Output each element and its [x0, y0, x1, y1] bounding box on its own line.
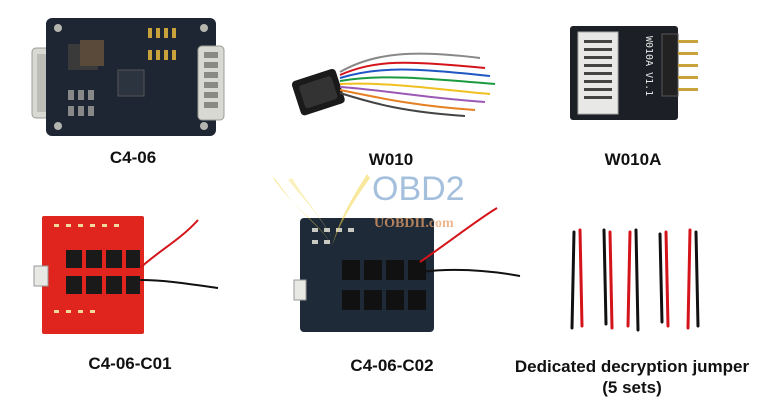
- label-c4-06-c02: C4-06-C02: [350, 356, 434, 375]
- c4-06-c02-board-image: [293, 207, 521, 332]
- label-c4-06: C4-06: [109, 148, 157, 167]
- watermark-logo-icon: [272, 174, 370, 246]
- label-w010: W010: [368, 150, 414, 169]
- label-decryption-jumper-line2: (5 sets): [602, 378, 662, 397]
- label-c4-06-c01: C4-06-C01: [88, 354, 172, 373]
- label-w010a: W010A: [604, 150, 662, 169]
- label-decryption-jumper-line1: Dedicated decryption jumper: [514, 357, 750, 376]
- watermark-brand: OBD2: [372, 170, 465, 208]
- w010-cable-image: [291, 52, 496, 117]
- watermark: OBD2 UOBDII.com: [262, 168, 512, 248]
- decryption-jumpers-image: [570, 228, 700, 332]
- c4-06-board-image: [31, 18, 225, 136]
- watermark-site: UOBDII.com: [374, 216, 454, 231]
- w010a-silkscreen: W010A V1.1: [643, 36, 654, 97]
- c4-06-c01-board-image: [33, 216, 219, 334]
- w010a-board-image: W010A V1.1: [570, 26, 700, 120]
- label-decryption-jumper: Dedicated decryption jumper (5 sets): [498, 356, 766, 398]
